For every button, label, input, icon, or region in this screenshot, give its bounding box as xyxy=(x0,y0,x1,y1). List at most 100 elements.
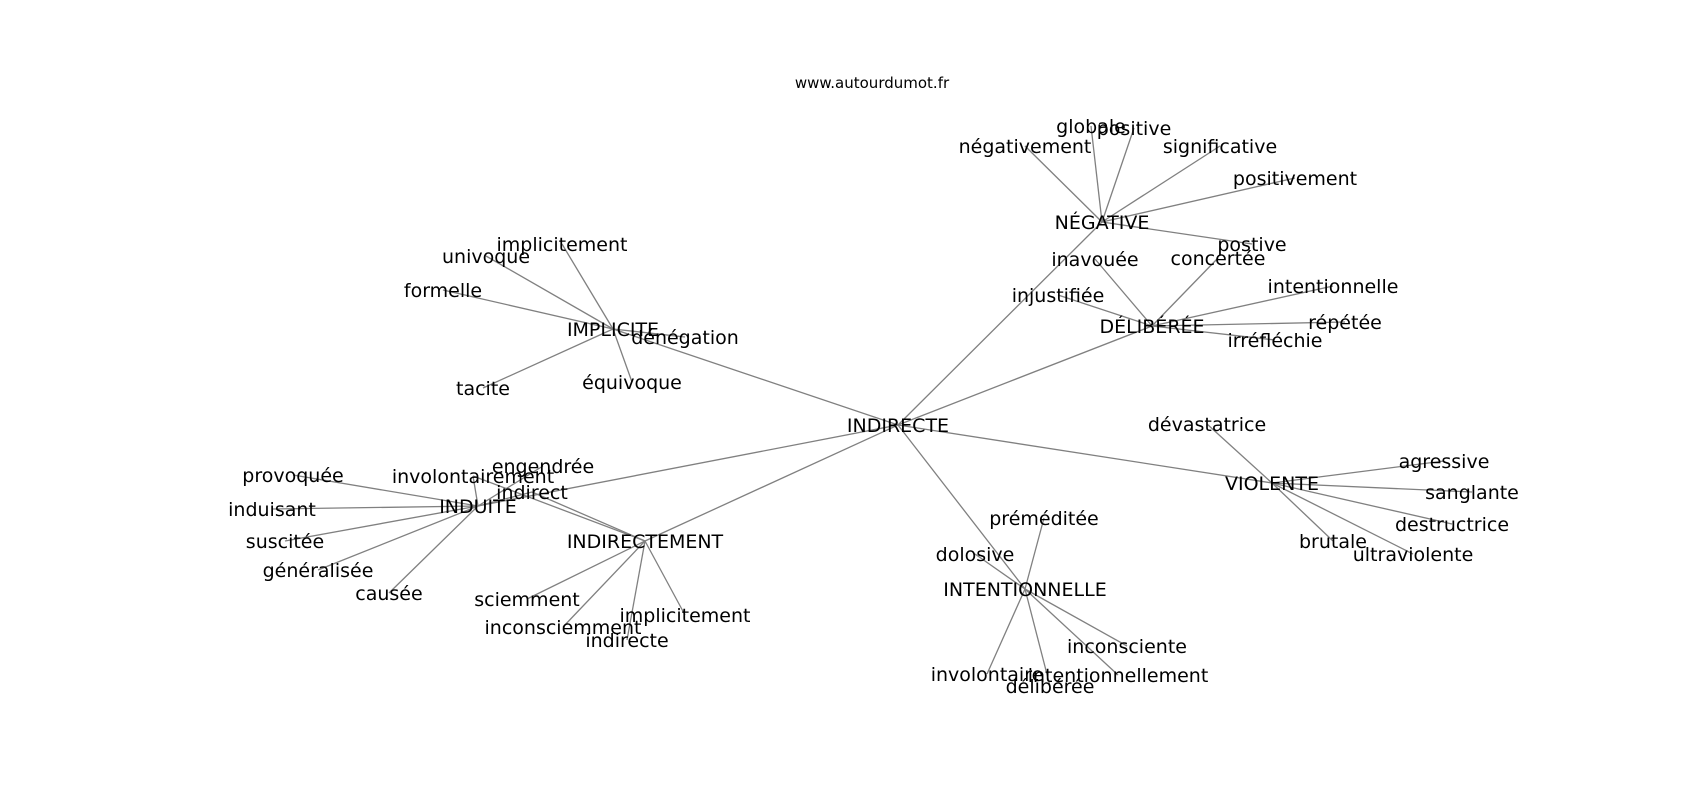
edge-intentionnelle_c-premeditee xyxy=(1024,517,1045,590)
edge-implicite-formelle xyxy=(442,289,614,330)
edge-negative-postive xyxy=(1101,221,1253,245)
node-label-suscitee: suscitée xyxy=(246,531,324,553)
edge-indirecte_c-deliberee xyxy=(897,325,1153,426)
node-label-positivement: positivement xyxy=(1233,168,1357,190)
node-label-injustifiee: injustifiée xyxy=(1012,285,1105,307)
edge-deliberee-irreflechie xyxy=(1151,325,1276,341)
node-label-significative: significative xyxy=(1163,136,1277,158)
edge-indirectement-implicitement2 xyxy=(644,540,686,616)
node-label-devastatrice: dévastatrice xyxy=(1148,414,1266,436)
node-label-univoque: univoque xyxy=(442,246,530,268)
edge-layer xyxy=(271,125,1473,687)
node-label-involontaire: involontaire xyxy=(931,664,1044,686)
edge-intentionnelle_c-involontaire xyxy=(986,588,1026,675)
node-label-positive: positive xyxy=(1097,118,1172,140)
node-label-deliberee2: délibérée xyxy=(1006,676,1095,698)
node-label-indirecte_c: INDIRECTE xyxy=(847,415,949,437)
node-label-premeditee: préméditée xyxy=(989,508,1099,530)
node-label-inavouee: inavouée xyxy=(1051,249,1138,271)
edge-intentionnelle_c-dolosive xyxy=(974,553,1026,590)
edge-violente-devastatrice xyxy=(1206,423,1273,484)
edge-induite-induisant xyxy=(271,505,479,510)
edge-deliberee-intentionnelle xyxy=(1151,285,1334,327)
edge-induite-causee xyxy=(388,505,479,594)
node-label-negativement: négativement xyxy=(959,136,1092,158)
edge-indirectement-inconsciemment xyxy=(562,540,646,628)
edge-negative-positive xyxy=(1101,127,1135,223)
node-label-deliberee: DÉLIBÉRÉE xyxy=(1099,315,1204,338)
node-label-provoquee: provoquée xyxy=(242,465,343,487)
node-label-sanglante: sanglante xyxy=(1425,482,1519,504)
node-label-inconsciemment: inconsciemment xyxy=(485,617,642,639)
node-label-negative: NÉGATIVE xyxy=(1055,211,1150,234)
node-label-implicitement2: implicitement xyxy=(620,605,751,627)
node-label-ultraviolente: ultraviolente xyxy=(1353,544,1474,566)
node-label-implicitement1: implicitement xyxy=(497,234,628,256)
edge-intentionnelle_c-intentionnellement xyxy=(1024,588,1119,676)
node-label-dolosive: dolosive xyxy=(936,544,1015,566)
edge-violente-brutale xyxy=(1271,482,1334,542)
edge-induite-generalisee xyxy=(317,505,479,571)
edge-implicite-implicitement1 xyxy=(561,243,614,330)
edge-implicite-equivoque xyxy=(612,328,633,383)
node-label-induite: INDUITE xyxy=(439,496,517,518)
edge-deliberee-inavouee xyxy=(1094,258,1153,327)
node-label-denegation: dénégation xyxy=(631,327,739,349)
edge-indirecte_c-induite xyxy=(477,424,899,507)
edge-indirectement-sciemment xyxy=(526,540,646,600)
edge-indirectement-indirect xyxy=(531,491,646,542)
edge-intentionnelle_c-deliberee2 xyxy=(1024,588,1051,687)
edge-implicite-univoque xyxy=(485,255,614,330)
edge-intentionnelle_c-inconsciente xyxy=(1024,588,1128,647)
node-label-brutale: brutale xyxy=(1299,531,1367,553)
edge-indirecte_c-implicite xyxy=(612,328,899,426)
label-layer: INDIRECTENÉGATIVEnégativementglobaleposi… xyxy=(228,116,1519,698)
edge-violente-ultraviolente xyxy=(1271,482,1414,555)
edge-indirectement-involontairement xyxy=(472,475,646,542)
edge-implicite-denegation xyxy=(612,328,686,338)
edge-indirecte_c-negative xyxy=(897,221,1103,426)
node-label-postive: postive xyxy=(1217,234,1286,256)
node-label-concertee: concertée xyxy=(1171,248,1266,270)
site-url: www.autourdumot.fr xyxy=(795,74,950,92)
edge-indirecte_c-violente xyxy=(897,424,1273,484)
edge-indirecte_c-indirectement xyxy=(644,424,899,542)
node-label-violente: VIOLENTE xyxy=(1225,473,1319,495)
node-label-globale: globale xyxy=(1056,116,1126,138)
edge-induite-provoquee xyxy=(292,474,479,507)
edge-negative-globale xyxy=(1090,125,1103,223)
node-label-inconsciente: inconsciente xyxy=(1067,636,1187,658)
node-label-implicite: IMPLICITE xyxy=(567,319,659,341)
edge-induite-suscitee xyxy=(284,505,479,542)
node-label-repetee: répétée xyxy=(1308,312,1382,334)
edge-violente-destructrice xyxy=(1271,482,1453,525)
edge-indirectement-indirecte2 xyxy=(626,540,646,641)
edge-indirecte_c-intentionnelle_c xyxy=(897,424,1026,590)
edge-induite-involontairement xyxy=(472,475,479,507)
node-label-intentionnelle_c: INTENTIONNELLE xyxy=(943,579,1106,601)
node-label-equivoque: équivoque xyxy=(582,372,682,394)
node-label-irreflechie: irréfléchie xyxy=(1228,330,1323,352)
node-label-intentionnelle: intentionnelle xyxy=(1268,276,1399,298)
edge-negative-significative xyxy=(1101,145,1221,223)
node-label-formelle: formelle xyxy=(404,280,482,302)
edge-deliberee-injustifiee xyxy=(1057,294,1153,327)
node-label-indirecte2: indirecte xyxy=(585,630,668,652)
node-label-induisant: induisant xyxy=(228,499,316,521)
edge-violente-agressive xyxy=(1271,460,1445,484)
edge-deliberee-repetee xyxy=(1151,321,1346,327)
node-label-destructrice: destructrice xyxy=(1395,514,1509,536)
node-label-intentionnellement: intentionnellement xyxy=(1028,665,1209,687)
edge-violente-sanglante xyxy=(1271,482,1473,493)
node-label-causee: causée xyxy=(355,583,422,605)
node-label-sciemment: sciemment xyxy=(474,589,580,611)
node-label-engendree: engendrée xyxy=(492,456,594,478)
edge-negative-negativement xyxy=(1024,145,1103,223)
node-label-indirect: indirect xyxy=(496,482,568,504)
edge-negative-positivement xyxy=(1101,177,1296,223)
node-label-generalisee: généralisée xyxy=(263,560,374,582)
node-label-indirectement: INDIRECTEMENT xyxy=(567,531,724,553)
edge-implicite-tacite xyxy=(482,328,614,389)
